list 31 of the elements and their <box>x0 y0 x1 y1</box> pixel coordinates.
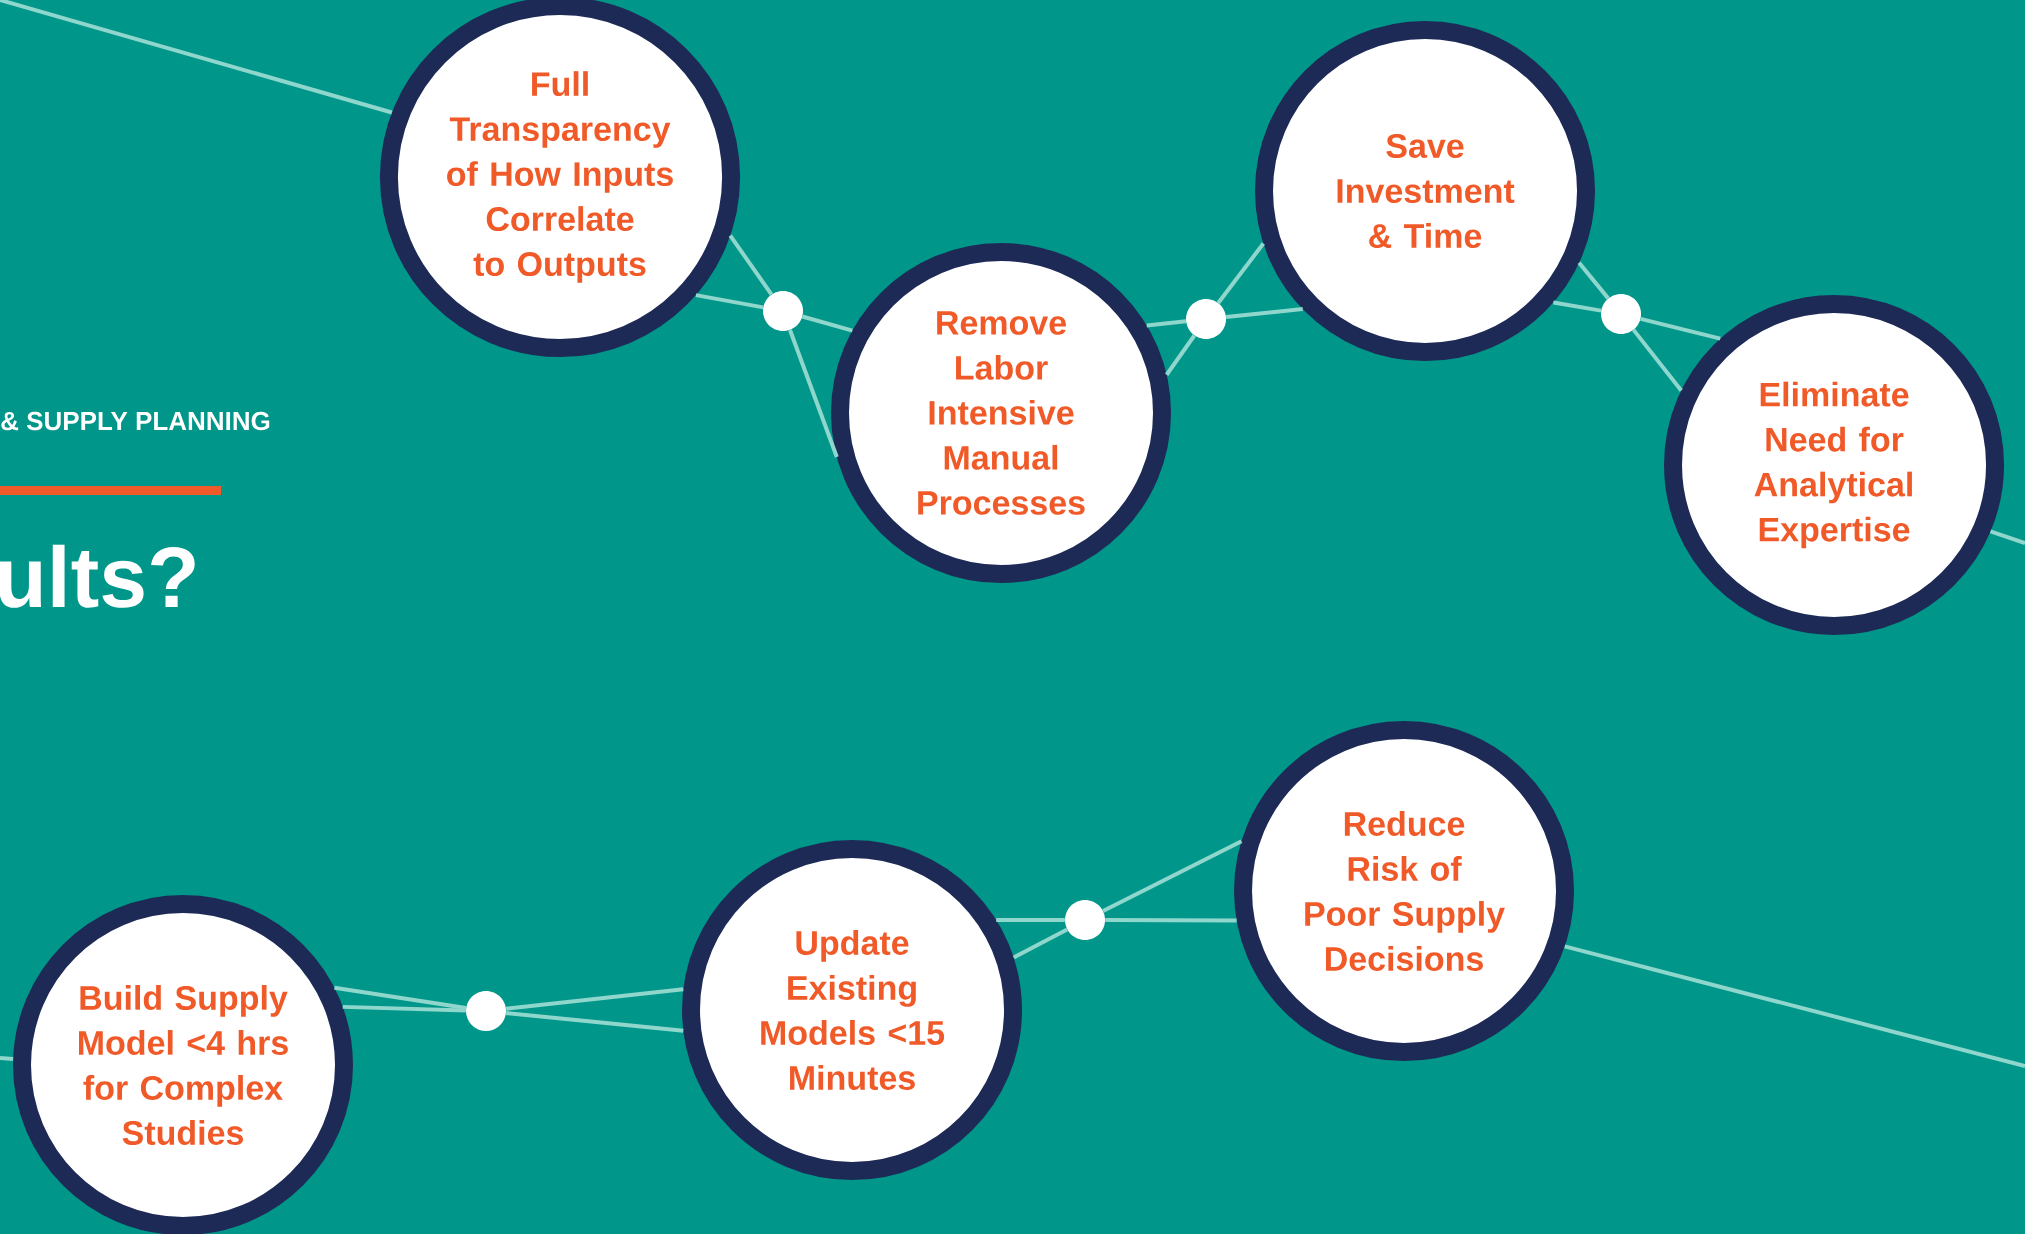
connector-line <box>1640 316 1721 341</box>
connector-line <box>1146 319 1187 328</box>
connector-line <box>342 1004 466 1013</box>
connector-line <box>1989 529 2025 545</box>
connector-line <box>1216 242 1265 305</box>
connector-line <box>1564 944 2025 1068</box>
connector-line <box>1225 307 1303 319</box>
connector-line <box>801 314 853 333</box>
junction-dot <box>763 291 803 331</box>
junction-dot <box>1601 294 1641 334</box>
connector-line <box>1105 918 1237 923</box>
connector-line <box>0 1056 14 1062</box>
connector-line <box>1102 839 1243 913</box>
connector-line <box>788 329 839 458</box>
connector-line <box>996 917 1065 922</box>
connector-line <box>728 234 774 296</box>
connector-line <box>695 293 764 310</box>
connector-line <box>1012 927 1069 960</box>
junction-dot <box>466 991 506 1031</box>
connector-line <box>1577 261 1610 300</box>
connector-line <box>505 1011 684 1033</box>
connector-line <box>1165 334 1196 376</box>
section-heading: & SUPPLY PLANNING <box>1 411 270 431</box>
connector-line <box>505 987 684 1011</box>
connector-line <box>334 985 467 1010</box>
title: ults? <box>0 544 195 608</box>
junction-dot <box>1065 900 1105 940</box>
junction-dot <box>1186 299 1226 339</box>
connector-line <box>0 0 393 115</box>
connector-line <box>1553 300 1602 313</box>
connector-line <box>1631 328 1683 392</box>
